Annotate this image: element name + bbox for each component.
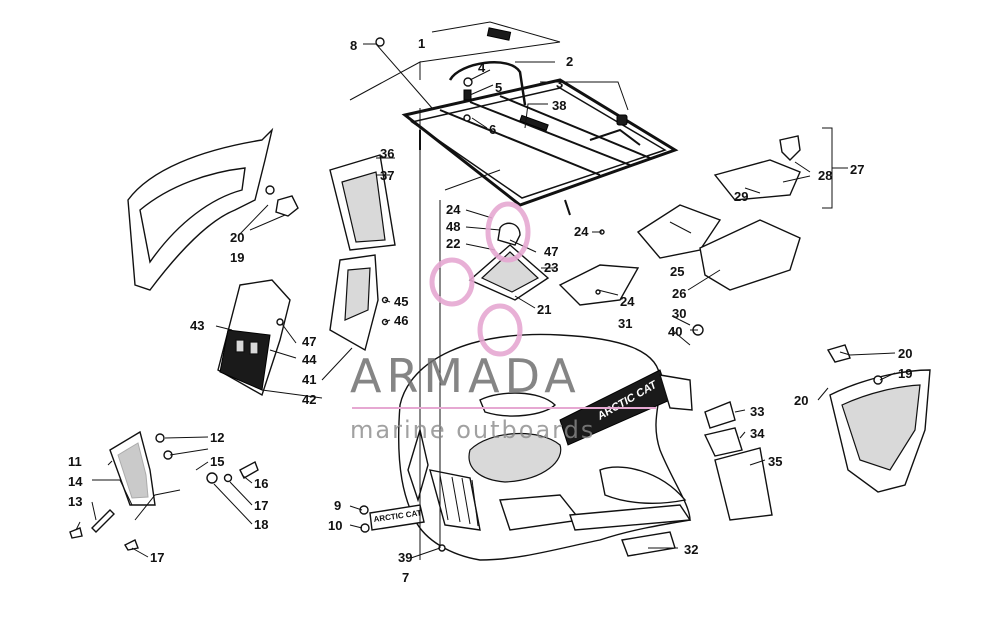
watermark-title: ARMADA (350, 349, 581, 403)
callout-2: 2 (566, 54, 573, 69)
rack-badge (486, 27, 512, 41)
callout-20b: 20 (898, 346, 912, 361)
front-rack (401, 61, 679, 216)
callout-27: 27 (850, 162, 864, 177)
callout-40: 40 (668, 324, 682, 339)
callout-19: 19 (230, 250, 244, 265)
callout-5: 5 (495, 80, 502, 95)
callout-23: 23 (544, 260, 558, 275)
callout-18: 18 (254, 517, 268, 532)
callout-1: 1 (418, 36, 425, 51)
callout-31: 31 (618, 316, 632, 331)
inner-liner-panels (329, 154, 396, 251)
watermark: ARMADA marine outboards (350, 201, 656, 444)
callout-9: 9 (334, 498, 341, 513)
callout-41: 41 (302, 372, 316, 387)
storage-lid (636, 204, 722, 259)
callout-48: 48 (446, 219, 460, 234)
callout-17: 17 (254, 498, 268, 513)
side-decal (621, 531, 676, 557)
left-fender-panel (127, 127, 299, 291)
callout-6: 6 (489, 122, 496, 137)
watermark-subtitle: marine outboards (350, 416, 595, 444)
callout-28: 28 (818, 168, 832, 183)
callout-32: 32 (684, 542, 698, 557)
callout-22: 22 (446, 236, 460, 251)
callout-4: 4 (478, 60, 486, 75)
front-body-panel (397, 333, 692, 561)
callout-17b: 17 (150, 550, 164, 565)
callout-10: 10 (328, 518, 342, 533)
watermark-logo (429, 201, 531, 357)
callout-20c: 20 (794, 393, 808, 408)
callout-19b: 19 (898, 366, 912, 381)
callout-47: 47 (302, 334, 316, 349)
left-headlight-panel (217, 279, 291, 397)
callout-38: 38 (552, 98, 566, 113)
storage-tray (713, 159, 801, 201)
rack-cap (616, 114, 628, 126)
callout-24c: 24 (620, 294, 635, 309)
callout-33: 33 (750, 404, 764, 419)
callout-25: 25 (670, 264, 684, 279)
callout-44: 44 (302, 352, 317, 367)
callout-16: 16 (254, 476, 268, 491)
callout-7: 7 (402, 570, 409, 585)
callout-45: 45 (394, 294, 408, 309)
callout-13: 13 (68, 494, 82, 509)
callout-24b: 24 (574, 224, 589, 239)
right-center-panel (558, 264, 640, 306)
callout-35: 35 (768, 454, 782, 469)
callout-37: 37 (380, 168, 394, 183)
callout-14: 14 (68, 474, 83, 489)
front-plate: ARCTIC CAT (369, 504, 425, 531)
headlight-assembly (69, 430, 259, 551)
right-decals (703, 401, 773, 521)
storage-tub (699, 219, 801, 291)
inner-fender-panel (329, 254, 389, 352)
callout-26: 26 (672, 286, 686, 301)
callout-42: 42 (302, 392, 316, 407)
callout-36: 36 (380, 146, 394, 161)
right-fender-panel (826, 344, 931, 493)
tray-handle (779, 135, 801, 161)
callout-labels: 1 2 3 4 5 6 7 8 9 10 11 12 13 14 15 16 1… (68, 36, 912, 585)
callout-34: 34 (750, 426, 765, 441)
callout-20: 20 (230, 230, 244, 245)
callout-24: 24 (446, 202, 461, 217)
rack-decal (519, 114, 549, 132)
callout-3: 3 (556, 76, 563, 91)
rack-hardware (375, 37, 473, 122)
callout-39: 39 (398, 550, 412, 565)
callout-47b: 47 (544, 244, 558, 259)
callout-43: 43 (190, 318, 204, 333)
callout-8: 8 (350, 38, 357, 53)
callout-29: 29 (734, 189, 748, 204)
side-bracket (659, 374, 693, 411)
callout-11: 11 (68, 454, 82, 469)
callout-21: 21 (537, 302, 551, 317)
callout-12: 12 (210, 430, 224, 445)
callout-15: 15 (210, 454, 224, 469)
callout-46: 46 (394, 313, 408, 328)
callout-30: 30 (672, 306, 686, 321)
